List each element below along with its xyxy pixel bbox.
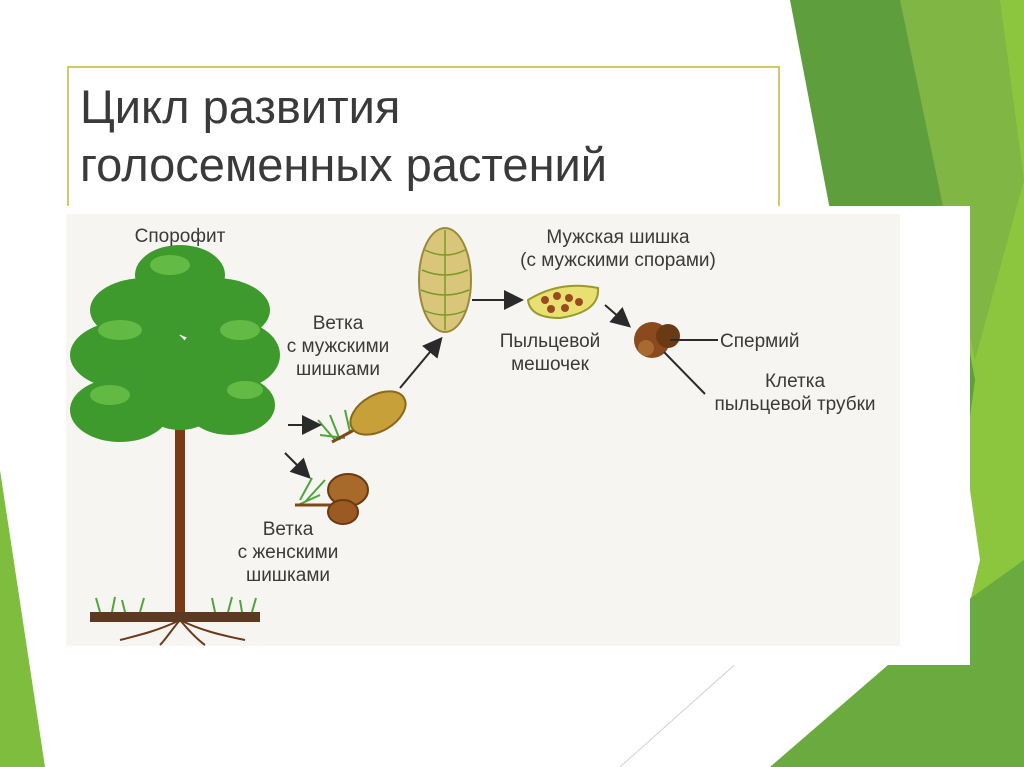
tree-crown-highlights [90,255,263,405]
label-tube-cell: Клетка пыльцевой трубки [714,371,876,415]
pollen-sac-icon [526,284,600,320]
male-branch-icon [317,390,407,444]
label-male-branch: Ветка с мужскими шишками [286,313,390,380]
thin-diagonal-line [619,659,741,767]
left-green-triangle [0,470,45,767]
label-sperm: Спермий [720,331,800,352]
male-cone-icon [418,227,472,333]
label-sporophyte: Спорофит [134,226,226,247]
right-green-band-mid [900,0,1024,360]
tree-trunk [175,380,185,620]
grass [95,596,257,613]
tree-roots [119,619,246,646]
female-branch-icon [295,473,369,525]
arrow-tree-to-female-branch [284,452,311,479]
flow-arrows [284,290,718,479]
label-pollen-sac: Пыльцевой мешочек [499,331,601,375]
arrow-male-branch-to-cone [399,336,443,389]
label-male-cone: Мужская шишка (с мужскими спорами) [520,227,716,271]
label-female-branch: Ветка с женскими шишками [237,519,339,586]
pointer-tube-cell [663,351,706,395]
pollen-grain-icon [634,322,680,358]
pine-tree-icon [70,245,280,646]
arrow-pollen-sac-to-grain [604,304,632,328]
slide-title: Цикл развития голосеменных растений [80,80,608,191]
ground [90,612,260,622]
